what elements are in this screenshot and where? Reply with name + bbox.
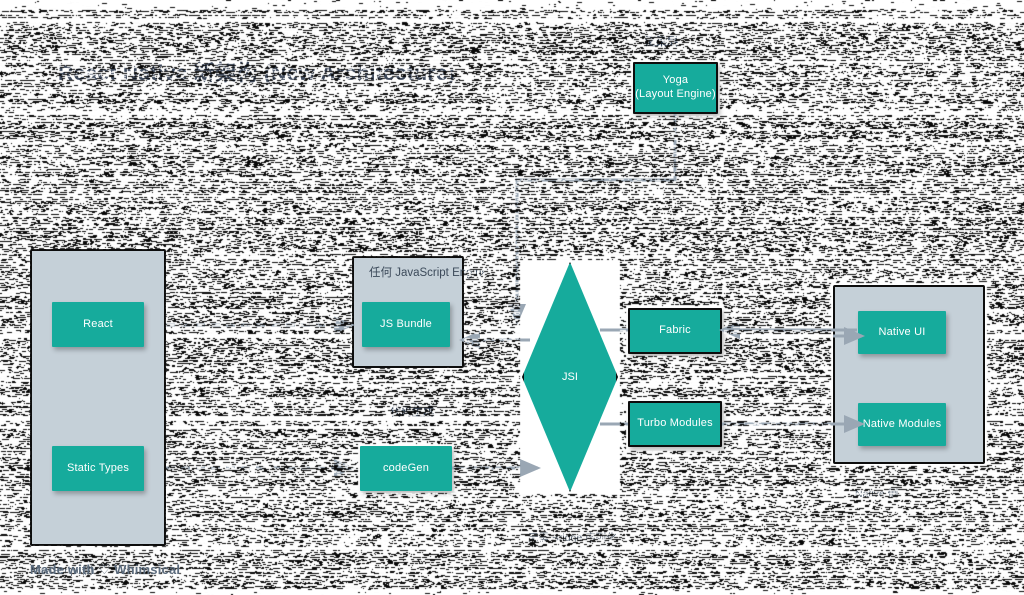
connector-yoga-fabric bbox=[508, 114, 677, 325]
whimsical-watermark: Made with ♡ Whimsical bbox=[30, 562, 181, 577]
